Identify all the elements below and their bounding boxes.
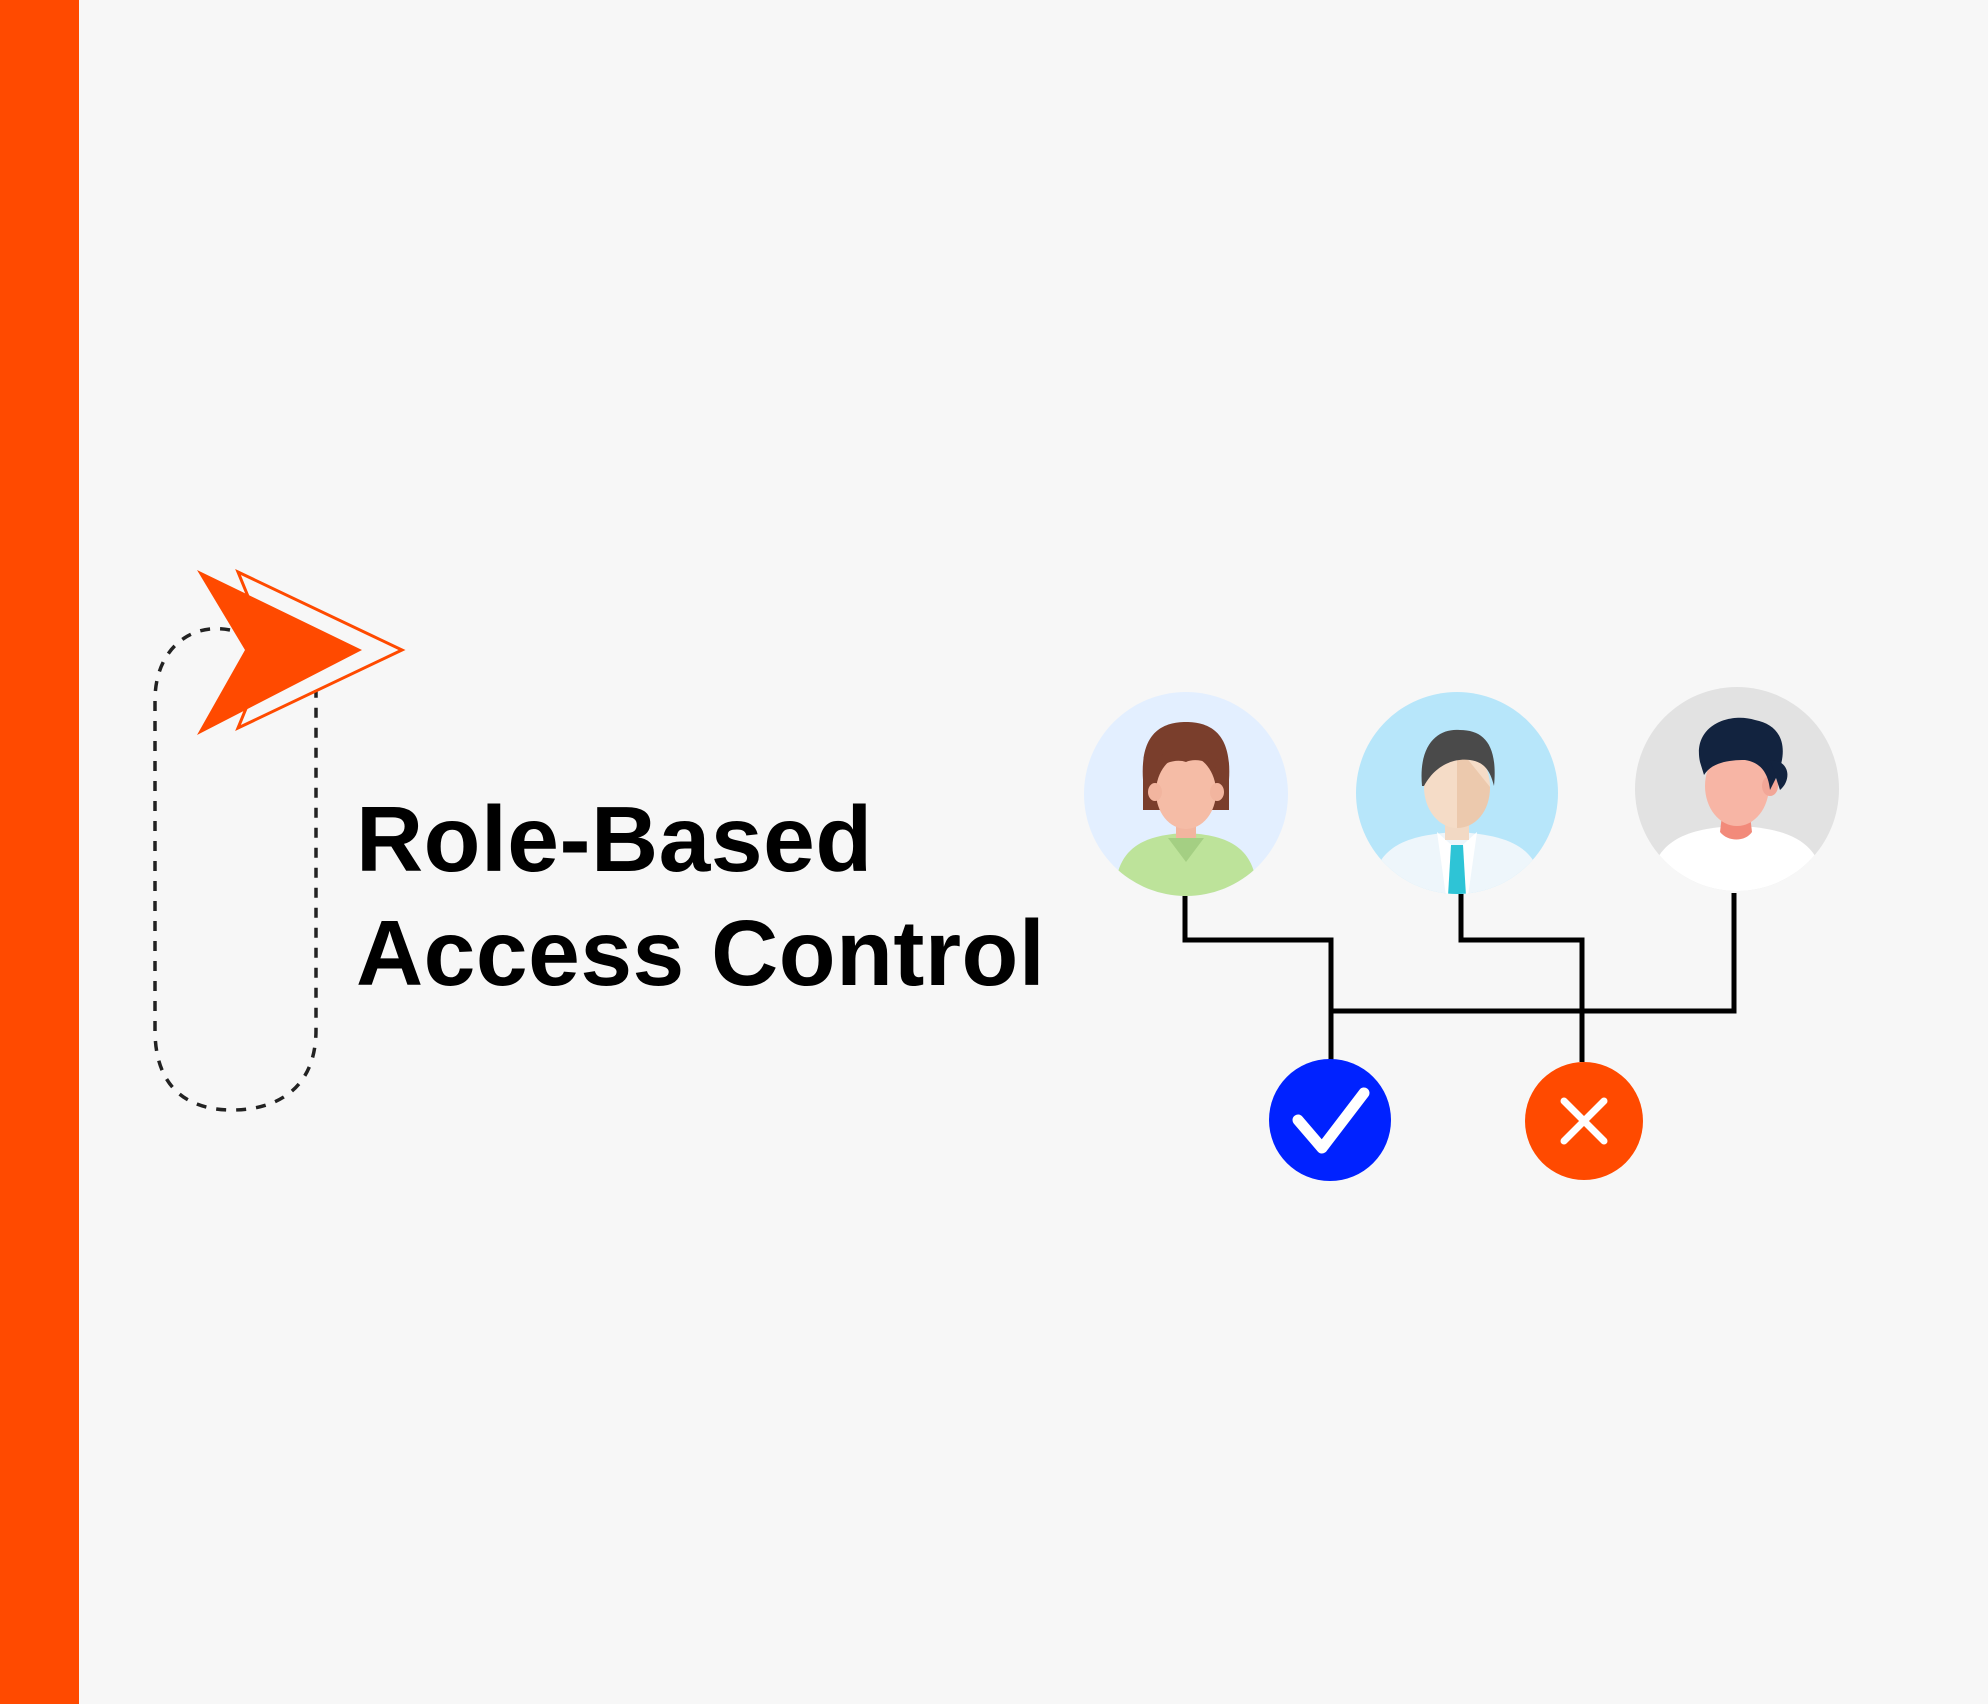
arrowhead-logo-icon	[197, 568, 406, 735]
title-line-2: Access Control	[356, 901, 1046, 1005]
businessman-avatar-icon	[1356, 692, 1558, 894]
checkmark-icon	[1269, 1059, 1391, 1181]
dashed-loop-path	[153, 626, 318, 1112]
title-line-1: Role-Based	[356, 787, 873, 891]
page-title: Role-Based Access Control	[356, 782, 1045, 1010]
woman-avatar-icon	[1084, 692, 1288, 896]
accent-bar	[0, 0, 79, 1704]
man-avatar-icon	[1635, 687, 1839, 891]
cross-icon	[1525, 1062, 1643, 1180]
connector-lines	[1182, 893, 1737, 1062]
